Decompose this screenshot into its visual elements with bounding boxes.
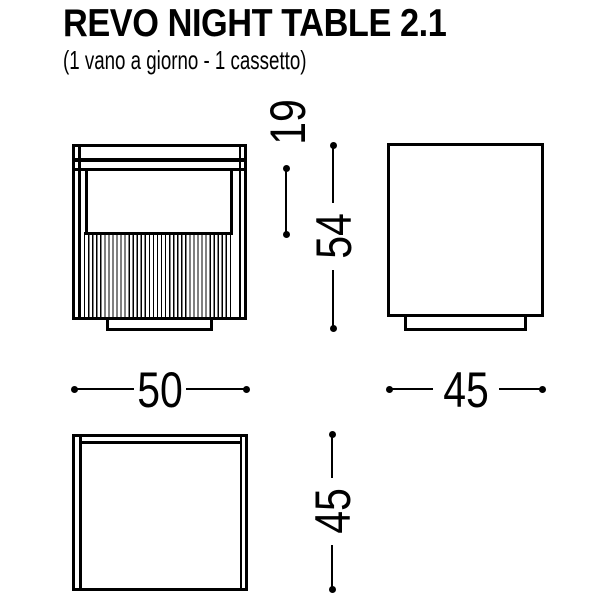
dim-line [332, 145, 334, 203]
dim-line [74, 388, 134, 390]
front-view [72, 144, 247, 320]
dim-dot [329, 324, 337, 332]
front-right-inner-edge [238, 147, 241, 317]
page-subtitle: (1 vano a giorno - 1 cassetto) [63, 45, 307, 75]
dim-label: 45 [305, 488, 361, 534]
dim-dot [282, 230, 290, 238]
page-title: REVO NIGHT TABLE 2.1 [63, 2, 447, 45]
dim-dot [538, 385, 546, 393]
dim-line [332, 270, 334, 328]
front-top-band-line [75, 158, 244, 162]
dim-dot [242, 385, 250, 393]
side-plinth [404, 317, 527, 331]
dim-line [186, 388, 246, 390]
plan-top-inner-edge [81, 441, 240, 444]
open-compartment [88, 171, 230, 232]
dim-line [331, 434, 333, 478]
plan-left-inner-edge [79, 437, 82, 588]
plan-right-inner-edge [239, 437, 242, 588]
dim-line [331, 545, 333, 589]
dim-dot [328, 585, 336, 593]
drawer-front [84, 232, 233, 317]
front-top-band-underside [75, 168, 244, 171]
dim-label: 19 [260, 99, 316, 145]
dim-label: 45 [443, 362, 489, 418]
dim-label: 54 [306, 213, 362, 259]
dim-line [389, 388, 433, 390]
side-view [387, 143, 544, 317]
front-plinth [106, 320, 213, 331]
top-view [72, 434, 248, 591]
dim-label: 50 [137, 362, 183, 418]
dim-line [285, 168, 287, 234]
dim-line [499, 388, 543, 390]
front-left-inner-edge [78, 147, 81, 317]
